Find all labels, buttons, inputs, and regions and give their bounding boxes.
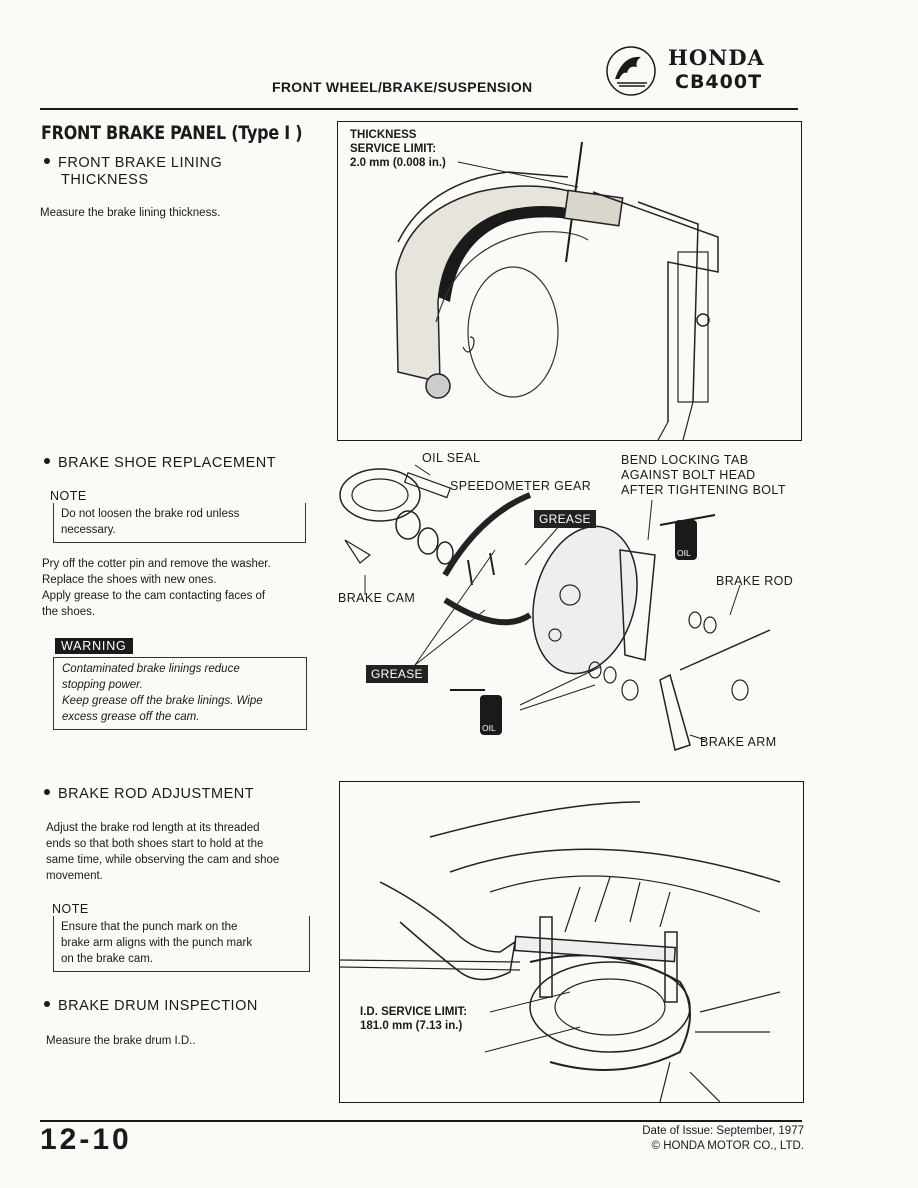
model-name: CB400T	[675, 71, 763, 93]
bend-tab-line3: AFTER TIGHTENING BOLT	[621, 483, 786, 497]
bullet-icon	[44, 458, 50, 465]
bullet-icon	[44, 1001, 50, 1008]
rod-text-line1: Adjust the brake rod length at its threa…	[46, 822, 260, 834]
date-of-issue: Date of Issue: September, 1977	[642, 1125, 804, 1137]
shoe-heading: BRAKE SHOE REPLACEMENT	[44, 455, 276, 472]
lining-heading-line1: FRONT BRAKE LINING	[58, 155, 223, 171]
rod-note-line2: brake arm aligns with the punch mark	[61, 937, 253, 949]
bend-tab-label: BEND LOCKING TAB AGAINST BOLT HEAD AFTER…	[621, 453, 786, 498]
shoe-text-line3: Apply grease to the cam contacting faces…	[42, 590, 266, 602]
warning-line4: excess grease off the cam.	[62, 711, 200, 723]
grease-tag-bottom: GREASE	[366, 665, 428, 683]
thickness-limit-line2: SERVICE LIMIT:	[350, 143, 437, 155]
warning-box: Contaminated brake linings reduce stoppi…	[53, 657, 307, 730]
shoe-note-box: Do not loosen the brake rod unless neces…	[53, 503, 306, 543]
drum-limit-label: I.D. SERVICE LIMIT: 181.0 mm (7.13 in.)	[360, 1005, 467, 1033]
thickness-limit-line1: THICKNESS	[350, 129, 417, 141]
honda-wing-logo	[606, 46, 656, 96]
rod-heading-text: BRAKE ROD ADJUSTMENT	[58, 786, 255, 802]
footer-info: Date of Issue: September, 1977 © HONDA M…	[642, 1124, 804, 1154]
drum-limit-line2: 181.0 mm (7.13 in.)	[360, 1020, 463, 1032]
exploded-view-illustration	[339, 464, 771, 751]
shoe-note-label: NOTE	[50, 489, 87, 503]
figure-lining-measure: THICKNESS SERVICE LIMIT: 2.0 mm (0.008 i…	[337, 121, 802, 441]
drum-heading-text: BRAKE DRUM INSPECTION	[58, 998, 258, 1014]
bend-tab-line2: AGAINST BOLT HEAD	[621, 468, 756, 482]
shoe-note-line1: Do not loosen the brake rod unless	[61, 508, 240, 520]
rod-text-line4: movement.	[46, 870, 103, 882]
shoe-text: Pry off the cotter pin and remove the wa…	[42, 556, 271, 620]
shoe-text-line1: Pry off the cotter pin and remove the wa…	[42, 558, 271, 570]
drum-text: Measure the brake drum I.D..	[46, 1035, 196, 1047]
drum-limit-line1: I.D. SERVICE LIMIT:	[360, 1006, 468, 1018]
shoe-text-line2: Replace the shoes with new ones.	[42, 574, 217, 586]
speedometer-gear-label: SPEEDOMETER GEAR	[450, 479, 592, 493]
warning-label: WARNING	[55, 638, 133, 654]
oil-seal-label: OIL SEAL	[422, 451, 481, 465]
figure-drum-measure: I.D. SERVICE LIMIT: 181.0 mm (7.13 in.)	[339, 781, 804, 1103]
rod-note-line3: on the brake cam.	[61, 953, 154, 965]
brand-name: HONDA	[668, 45, 765, 70]
copyright: © HONDA MOTOR CO., LTD.	[651, 1140, 804, 1152]
shoe-heading-text: BRAKE SHOE REPLACEMENT	[58, 455, 277, 471]
lining-text: Measure the brake lining thickness.	[40, 207, 221, 219]
lining-heading-line2: THICKNESS	[61, 172, 149, 188]
warning-line3: Keep grease off the brake linings. Wipe	[62, 695, 263, 707]
lining-caliper-illustration	[395, 141, 719, 440]
rod-note-label: NOTE	[52, 902, 89, 916]
brake-rod-label: BRAKE ROD	[716, 574, 794, 588]
bullet-icon	[44, 158, 50, 165]
shoe-note-line2: necessary.	[61, 524, 116, 536]
footer-rule	[40, 1120, 802, 1122]
warning-line2: stopping power.	[62, 679, 143, 691]
thickness-limit-label: THICKNESS SERVICE LIMIT: 2.0 mm (0.008 i…	[350, 128, 446, 170]
brake-cam-label: BRAKE CAM	[338, 591, 416, 605]
header-rule	[40, 108, 798, 110]
rod-text: Adjust the brake rod length at its threa…	[46, 820, 279, 884]
lining-heading: FRONT BRAKE LINING THICKNESS	[44, 155, 222, 189]
oil-can-label-top: OIL	[677, 548, 691, 558]
rod-note-line1: Ensure that the punch mark on the	[61, 921, 238, 933]
rod-note-box: Ensure that the punch mark on the brake …	[53, 916, 310, 972]
grease-tag-top: GREASE	[534, 510, 596, 528]
bend-tab-line1: BEND LOCKING TAB	[621, 453, 749, 467]
drum-caliper-illustration	[340, 801, 781, 1102]
oil-can-label-bottom: OIL	[482, 723, 496, 733]
bullet-icon	[44, 789, 50, 796]
rod-text-line3: same time, while observing the cam and s…	[46, 854, 280, 866]
warning-line1: Contaminated brake linings reduce	[62, 663, 240, 675]
rod-text-line2: ends so that both shoes start to hold at…	[46, 838, 264, 850]
page-number: 12-10	[40, 1123, 132, 1156]
drum-heading: BRAKE DRUM INSPECTION	[44, 998, 258, 1015]
thickness-limit-line3: 2.0 mm (0.008 in.)	[350, 157, 446, 169]
figure-exploded-view: OIL SEAL SPEEDOMETER GEAR BEND LOCKING T…	[330, 445, 808, 775]
shoe-text-line4: the shoes.	[42, 606, 96, 618]
brake-arm-label: BRAKE ARM	[700, 735, 777, 749]
page-title: FRONT BRAKE PANEL (Type I )	[41, 122, 303, 144]
rod-heading: BRAKE ROD ADJUSTMENT	[44, 786, 254, 803]
section-header: FRONT WHEEL/BRAKE/SUSPENSION	[272, 79, 533, 95]
